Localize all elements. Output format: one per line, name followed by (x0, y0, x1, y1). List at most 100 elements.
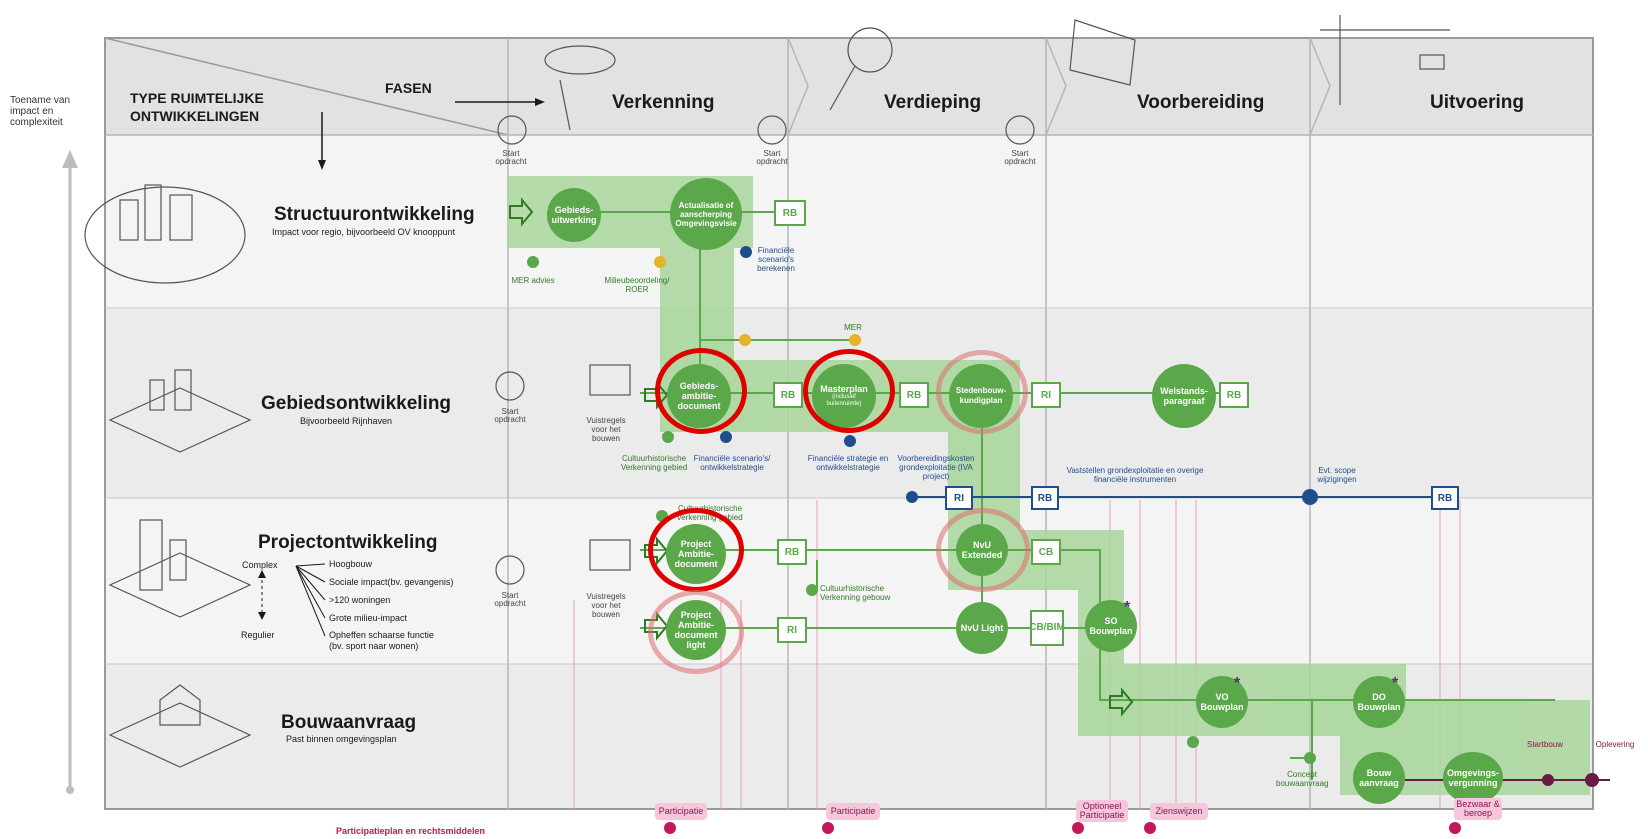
start-opdracht-label: Start opdracht (494, 407, 526, 424)
fasen-label: FASEN (385, 80, 432, 96)
node-omgevingsvergunning: Omgevings-vergunning (1443, 752, 1503, 804)
row-subtitle: Bijvoorbeeld Rijnhaven (300, 416, 393, 426)
note-cultuurhistorische-gebied: Cultuurhistorische Verkenning gebied (620, 454, 688, 472)
row-title-gebiedsontwikkeling: Gebiedsontwikkeling (261, 393, 452, 414)
asterisk-so: * (1124, 599, 1131, 616)
criteria-item: Grote milieu-impact (329, 613, 408, 623)
start-opdracht-label: Start opdracht (495, 149, 527, 166)
row-title-projectontwikkeling: Projectontwikkeling (258, 532, 438, 553)
phase-uitvoering: Uitvoering (1430, 92, 1524, 113)
y-axis-label: Toename van impact en complexiteit (10, 95, 71, 128)
note-financiele-scenarios: Financiële scenario's berekenen (757, 246, 795, 273)
pill-optioneel-participatie: Optioneel Participatie (1076, 800, 1128, 822)
node-welstandsparagraaf: Welstands-paragraaf (1152, 364, 1216, 428)
start-opdracht-icon (495, 371, 525, 401)
ri-box: RI (945, 486, 973, 510)
criteria-lines (261, 563, 326, 637)
criteria-item: (bv. sport naar wonen) (329, 641, 419, 651)
highlight-ring-project-ambitiedocument-light (648, 590, 744, 674)
phase-verdieping: Verdieping (884, 92, 982, 113)
node-vo-bouwplan: VO Bouwplan (1196, 676, 1248, 728)
cb-box: CB (1031, 539, 1061, 565)
vuistregels-icon (589, 539, 631, 571)
highlight-ring-stedenbouwkundigplan (936, 350, 1028, 434)
city-illustration (84, 186, 246, 284)
rb-box: RB (773, 382, 803, 408)
participation-figures (664, 822, 1461, 834)
rb-box: RB (774, 200, 806, 226)
pill-zienswijzen: Zienswijzen (1150, 803, 1208, 820)
start-opdracht-icon (757, 115, 787, 145)
highlight-ring-gebiedsambitiedocument (655, 348, 747, 434)
start-opdracht-icon (497, 115, 527, 145)
header-band (105, 38, 1593, 135)
ri-box: RI (777, 617, 807, 643)
row-subtitle: Past binnen omgevingsplan (286, 734, 397, 744)
pill-participatie: Participatie (655, 803, 707, 820)
phase-chevron (1045, 37, 1067, 136)
node-bouwaanvraag: Bouw aanvraag (1353, 752, 1405, 804)
row-band-project (105, 498, 1593, 664)
phase-verkenning: Verkenning (612, 92, 715, 113)
magnifier-illustration (847, 27, 893, 73)
criteria-item: Opheffen schaarse functie (329, 630, 434, 640)
pill-participatie: Participatie (826, 803, 880, 820)
rb-box: RB (1431, 486, 1459, 510)
vuistregels-icon (589, 364, 631, 396)
start-opdracht-icon (1005, 115, 1035, 145)
type-label-line1: TYPE RUIMTELIJKE (130, 90, 264, 106)
illustrations (84, 15, 1450, 768)
rb-box: RB (1219, 382, 1249, 408)
finance-dot (906, 491, 918, 503)
note-vaststellen: Vaststellen grondexploitatie en overige … (1066, 466, 1204, 484)
note-dots (527, 246, 1316, 764)
criteria-item: >120 woningen (329, 595, 391, 605)
start-opdracht-label: Start opdracht (494, 591, 526, 608)
note-financiele-strategie: Financiële strategie en ontwikkelstrateg… (807, 454, 889, 472)
note-oplevering: Oplevering (1595, 740, 1635, 749)
note-milieubeoordeling: Milieubeoordeling/ ROER (604, 276, 670, 294)
criteria-item: Hoogbouw (329, 559, 373, 569)
startbouw-dot (1542, 774, 1554, 786)
note-startbouw: Startbouw (1526, 740, 1564, 749)
phase-voorbereiding: Voorbereiding (1137, 92, 1265, 113)
note-voorbereidingskosten: Voorbereidingskosten grondexploitatie (I… (897, 454, 975, 481)
oplevering-dot (1585, 773, 1599, 787)
vuistregels-label: Vuistregels voor het bouwen (586, 416, 626, 443)
rb-box: RB (1031, 486, 1059, 510)
vuistregels-label: Vuistregels voor het bouwen (586, 592, 626, 619)
row-band-structuur (105, 135, 1593, 308)
note-mer-advies: MER advies (511, 276, 555, 285)
node-actualisatie-omgevingsvisie: Actualisatie of aanscherping Omgevingsvi… (670, 178, 742, 250)
ri-box: RI (1031, 382, 1061, 408)
note-mer: MER (844, 323, 862, 332)
node-do-bouwplan: DO Bouwplan (1353, 676, 1405, 728)
row-title-structuurontwikkeling: Structuurontwikkeling (274, 204, 475, 225)
y-axis-arrowhead (62, 150, 78, 168)
phase-chevron (1309, 37, 1331, 136)
start-opdracht-label: Start opdracht (1004, 149, 1036, 166)
phase-chevron (787, 37, 809, 136)
note-concept-bouwaanvraag: Concept bouwaanvraag (1276, 770, 1329, 788)
cb-bim-box: CB/BIM (1029, 610, 1065, 646)
start-opdracht-icon (495, 555, 525, 585)
note-evt-scope: Evt. scope wijzigingen (1317, 466, 1357, 484)
highlight-ring-project-ambitiedocument (648, 508, 744, 592)
note-financiele-ontwikkelstrategie: Financiële scenario's/ ontwikkelstrategi… (693, 454, 771, 472)
asterisk-do: * (1392, 675, 1399, 692)
finance-dot (1302, 489, 1318, 505)
header-diagonal (104, 37, 509, 136)
criteria-regulier: Regulier (241, 630, 275, 640)
rb-box: RB (777, 539, 807, 565)
area-illustration (108, 387, 252, 453)
pill-bezwaar-beroep: Bezwaar & beroep (1454, 798, 1502, 820)
telescope-illustration (544, 45, 616, 75)
project-illustration (108, 552, 252, 618)
footer-participatieplan: Participatieplan en rechtsmiddelen (336, 826, 486, 836)
row-title-bouwaanvraag: Bouwaanvraag (281, 712, 417, 733)
node-nvu-light: NvU Light (956, 602, 1008, 654)
criteria-item: Sociale impact(bv. gevangenis) (329, 577, 454, 587)
type-label-line2: ONTWIKKELINGEN (130, 108, 260, 124)
house-illustration (108, 702, 252, 768)
